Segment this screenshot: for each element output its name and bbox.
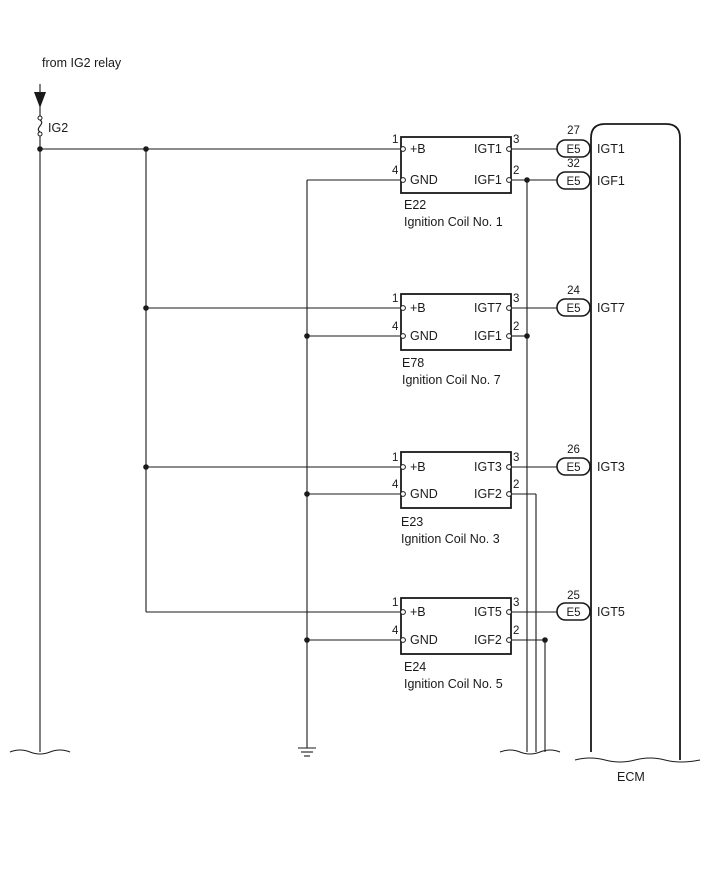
source-label: from IG2 relay — [42, 56, 122, 70]
svg-text:E5: E5 — [566, 607, 580, 619]
terminal-label: IGT5 — [474, 605, 502, 619]
junction-dot — [304, 637, 310, 643]
ignition-coil-5: 1 4 3 2 +B GND IGT5 IGF2 E24 Ignition Co… — [392, 597, 519, 691]
junction-dot — [524, 333, 530, 339]
junction-dot — [304, 491, 310, 497]
ecm-connector-igt3: E5 26 IGT3 — [556, 444, 625, 476]
ecm-pin-number: 27 — [567, 125, 580, 137]
break-line — [9, 749, 71, 755]
pin-number: 3 — [513, 134, 519, 146]
terminal-label: IGF2 — [474, 633, 502, 647]
ecm-box — [590, 123, 681, 760]
ecm-signal-label: IGT7 — [597, 301, 625, 315]
coil-code: E22 — [404, 198, 426, 212]
terminal-label: +B — [410, 142, 426, 156]
terminal-label: IGF1 — [474, 173, 502, 187]
terminal-label: +B — [410, 301, 426, 315]
pin-number: 4 — [392, 479, 399, 491]
ecm-signal-label: IGF1 — [597, 174, 625, 188]
terminal-label: IGT1 — [474, 142, 502, 156]
terminal-label: IGT3 — [474, 460, 502, 474]
svg-text:E5: E5 — [566, 462, 580, 474]
coil-name: Ignition Coil No. 7 — [402, 373, 501, 387]
svg-text:E5: E5 — [566, 176, 580, 188]
pin-number: 2 — [513, 321, 519, 333]
terminal-label: +B — [410, 605, 426, 619]
terminal-label: GND — [410, 633, 438, 647]
pin-number: 1 — [392, 597, 398, 609]
ignition-coil-1: 1 4 3 2 +B GND IGT1 IGF1 E22 Ignition Co… — [392, 134, 519, 229]
terminal-label: GND — [410, 487, 438, 501]
fuse-label: IG2 — [48, 121, 68, 135]
ignition-coil-7: 1 4 3 2 +B GND IGT7 IGF1 E78 Ignition Co… — [392, 293, 519, 387]
ecm-connector-igt5: E5 25 IGT5 — [556, 590, 625, 621]
fuse-icon — [37, 115, 43, 137]
ecm-connector-igt7: E5 24 IGT7 — [556, 285, 625, 317]
terminal-label: IGT7 — [474, 301, 502, 315]
coil-name: Ignition Coil No. 3 — [401, 532, 500, 546]
ignition-coil-3: 1 4 3 2 +B GND IGT3 IGF2 E23 Ignition Co… — [392, 451, 519, 546]
pin-number: 4 — [392, 165, 399, 177]
svg-text:E5: E5 — [566, 303, 580, 315]
ecm-connector-igf1: E5 32 IGF1 — [556, 158, 625, 190]
terminal-label: GND — [410, 329, 438, 343]
coil-code: E24 — [404, 660, 426, 674]
pin-number: 1 — [392, 293, 398, 305]
coil-name: Ignition Coil No. 5 — [404, 677, 503, 691]
ecm-signal-label: IGT1 — [597, 142, 625, 156]
pin-number: 4 — [392, 321, 399, 333]
break-line — [574, 757, 701, 763]
svg-text:E5: E5 — [566, 144, 580, 156]
ground-icon — [298, 747, 316, 757]
arrow-down-icon — [34, 84, 46, 108]
junction-dot — [143, 146, 149, 152]
ecm-pin-number: 26 — [567, 444, 580, 456]
ecm-signal-label: IGT5 — [597, 605, 625, 619]
ecm-pin-number: 25 — [567, 590, 580, 602]
break-line — [499, 749, 561, 755]
pin-number: 4 — [392, 625, 399, 637]
terminal-label: GND — [410, 173, 438, 187]
pin-number: 3 — [513, 452, 519, 464]
pin-number: 1 — [392, 452, 398, 464]
ecm-pin-number: 24 — [567, 285, 580, 297]
terminal-label: IGF2 — [474, 487, 502, 501]
junction-dot — [304, 333, 310, 339]
terminal-label: +B — [410, 460, 426, 474]
ecm-pin-number: 32 — [567, 158, 580, 170]
coil-code: E78 — [402, 356, 424, 370]
terminal-label: IGF1 — [474, 329, 502, 343]
pin-number: 2 — [513, 625, 519, 637]
pin-number: 2 — [513, 479, 519, 491]
ecm-signal-label: IGT3 — [597, 460, 625, 474]
pin-number: 3 — [513, 597, 519, 609]
coil-name: Ignition Coil No. 1 — [404, 215, 503, 229]
coil-code: E23 — [401, 515, 423, 529]
ecm-connector-igt1: E5 27 IGT1 — [556, 125, 625, 158]
pin-number: 3 — [513, 293, 519, 305]
pin-number: 2 — [513, 165, 519, 177]
ecm-label: ECM — [617, 770, 645, 784]
pin-number: 1 — [392, 134, 398, 146]
